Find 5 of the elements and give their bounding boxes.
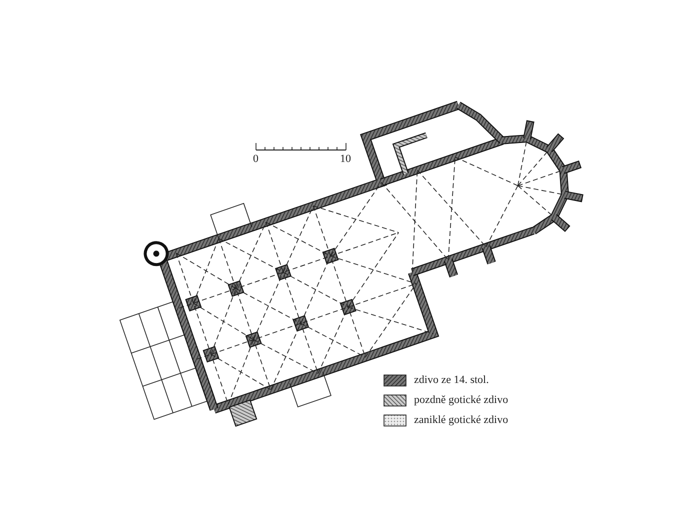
legend-label: pozdně gotické zdivo	[414, 394, 508, 406]
scale-label: 0	[253, 153, 258, 165]
legend-label: zdivo ze 14. stol.	[414, 374, 489, 386]
scale-label: 10	[340, 153, 351, 165]
legend-label: zaniklé gotické zdivo	[414, 414, 508, 426]
